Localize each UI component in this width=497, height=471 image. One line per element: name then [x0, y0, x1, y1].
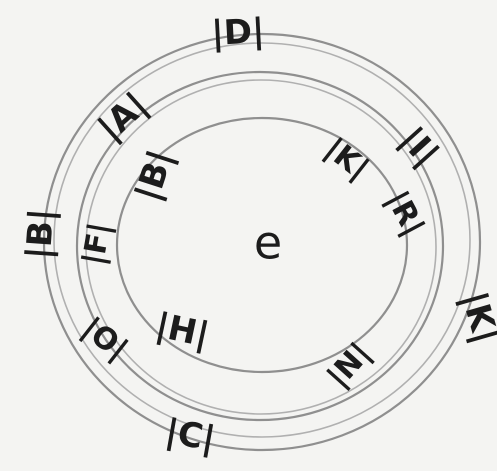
center-label: e	[254, 216, 282, 270]
outer-label-b: |B|	[19, 207, 62, 260]
middle-label-r: |R|	[379, 185, 431, 241]
inner-label-b: |B|	[128, 145, 182, 206]
middle-label-o: |O|	[75, 311, 134, 368]
outer-label-c: |C|	[162, 412, 218, 460]
outer-label-a: |A|	[91, 85, 156, 149]
middle-label-f: |F|	[76, 220, 118, 268]
outer-label-i: |I|	[392, 120, 447, 175]
outer-label-k: |K|	[453, 287, 497, 347]
inner-label-h: |H|	[152, 305, 212, 355]
outer-label-d: |D|	[210, 11, 265, 54]
middle-label-k: |K|	[318, 132, 375, 187]
